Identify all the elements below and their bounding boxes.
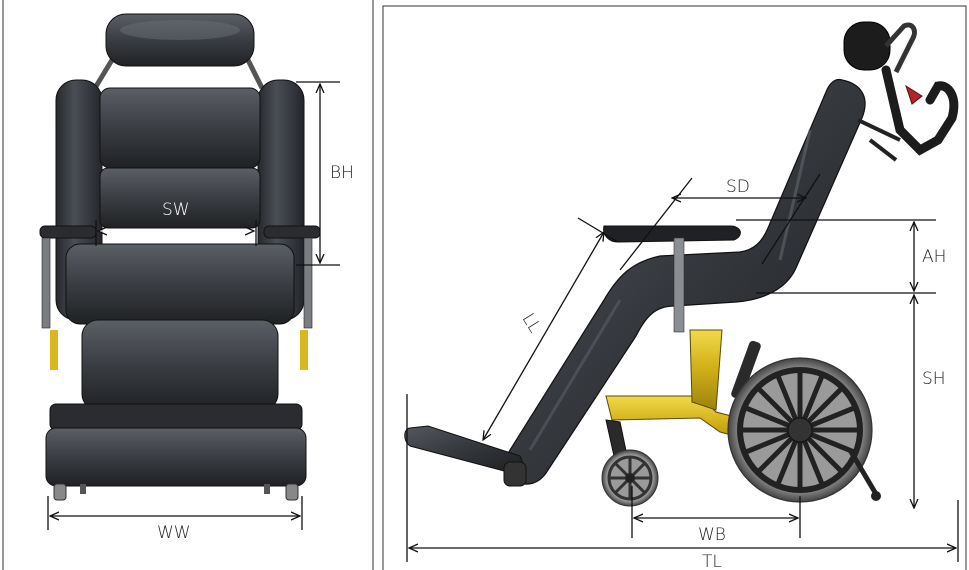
ll-label: LL <box>518 310 545 337</box>
lumbar-cushion <box>65 243 295 325</box>
side-armrest <box>603 225 741 243</box>
right-armrest <box>263 225 321 239</box>
footrest-front <box>45 427 307 487</box>
gas-spring <box>731 340 761 400</box>
ah-label: AH <box>922 247 946 267</box>
sd-extension-back <box>761 173 821 265</box>
seat-cushion <box>81 319 279 411</box>
side-yellow-upright <box>689 329 723 411</box>
left-armrest <box>39 225 97 239</box>
back-upper-cushion <box>99 87 261 169</box>
tip-bar <box>847 448 879 496</box>
push-handle <box>881 65 959 156</box>
brake-lever <box>905 84 923 105</box>
sd-label: SD <box>726 177 750 197</box>
front-view-wheelchair <box>39 13 321 501</box>
ll-dimension-line <box>483 232 604 440</box>
armrest-post <box>673 237 685 333</box>
rear-wheel <box>727 357 873 503</box>
front-caster <box>601 419 659 507</box>
wb-label: WB <box>698 525 726 545</box>
ll-extension-top <box>577 217 619 243</box>
side-headrest <box>843 21 891 71</box>
seat-front-panel <box>49 403 303 431</box>
ww-label: WW <box>157 523 191 543</box>
sd-extension-front <box>619 177 693 271</box>
bh-label: BH <box>330 163 354 183</box>
front-dimensions: BH SW WW <box>47 81 354 543</box>
sw-label: SW <box>162 200 190 220</box>
sh-label: SH <box>922 369 946 389</box>
side-panel-border <box>382 5 967 570</box>
tl-label: TL <box>702 552 722 570</box>
